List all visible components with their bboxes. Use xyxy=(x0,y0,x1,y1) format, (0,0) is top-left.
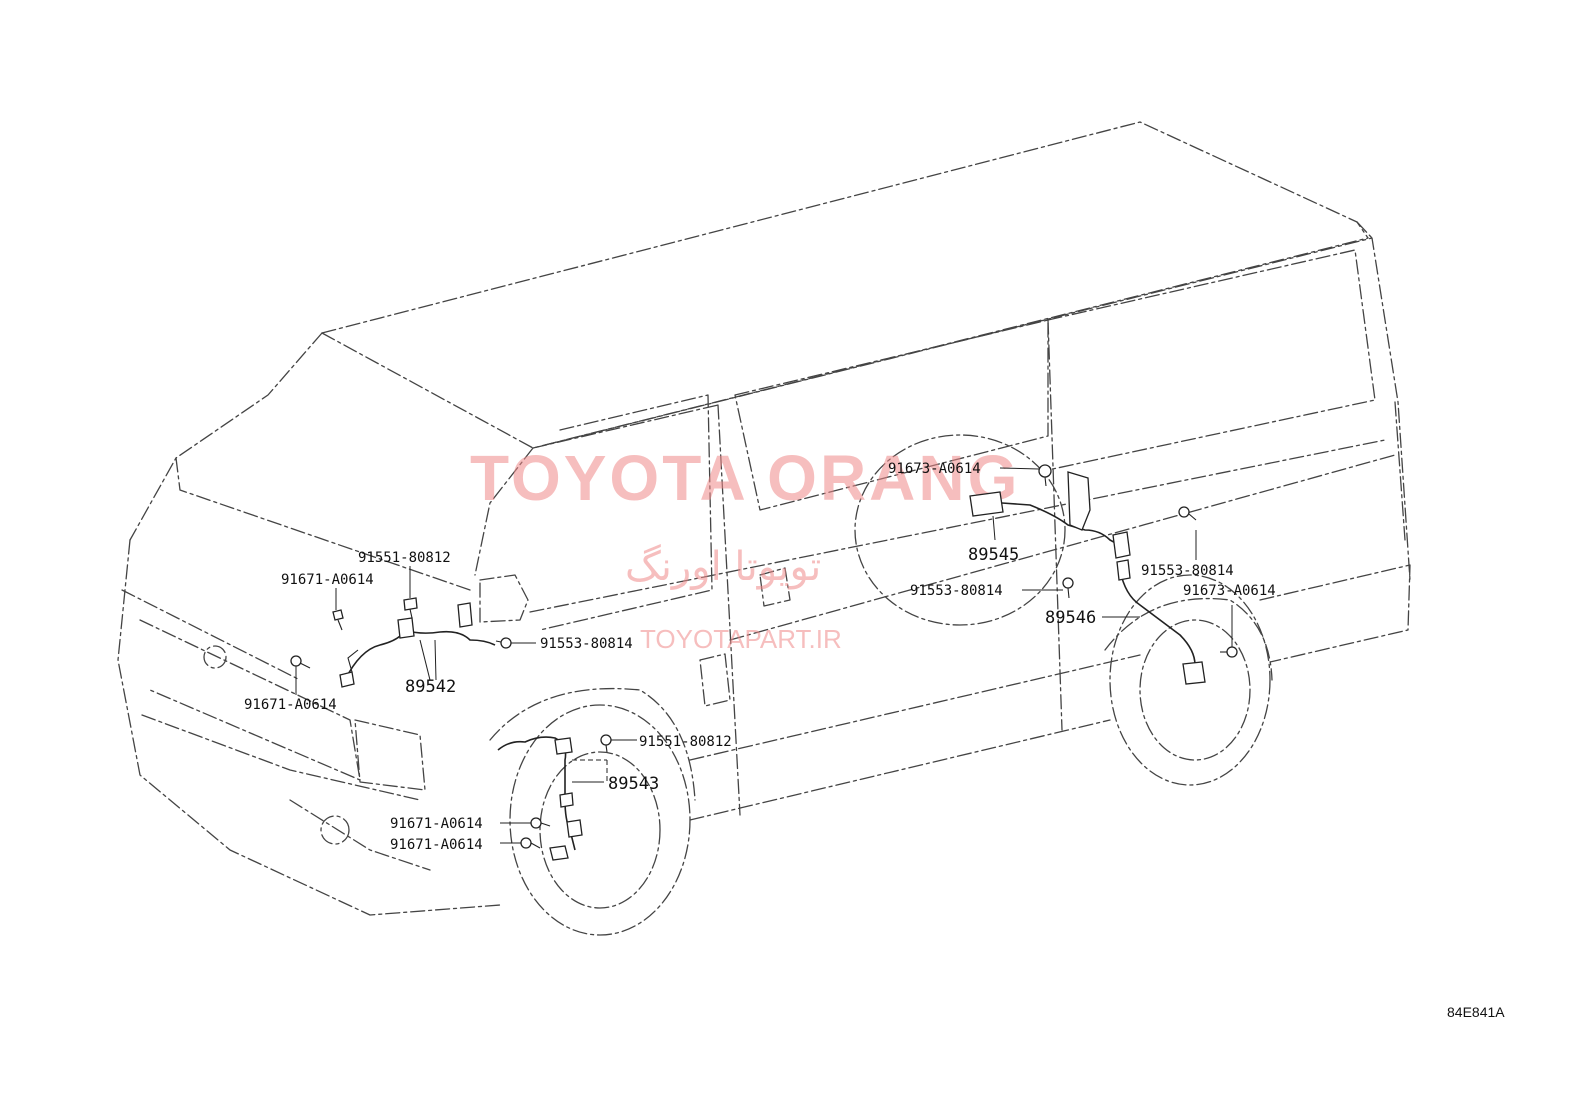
leader-lines xyxy=(295,467,1233,844)
label-front-wheel-bolt: 91551-80812 xyxy=(639,734,732,750)
watermark-url: TOYOTAPART.IR xyxy=(640,624,842,654)
label-rear-bolt-right: 91553-80814 xyxy=(1141,563,1234,579)
label-front-wheel-clip-2: 91671-A0614 xyxy=(390,837,483,853)
label-rear-sensor-right: 89546 xyxy=(1045,608,1096,628)
callout-labels: 91551-80812 91671-A0614 91671-A0614 9155… xyxy=(244,461,1276,853)
label-front-left-clip-top: 91671-A0614 xyxy=(281,572,374,588)
front-harness-assembly xyxy=(290,597,512,688)
figure-code: 84E841A xyxy=(1447,1004,1505,1020)
watermark: TOYOTA ORANG تویوتا اورنگ TOYOTAPART.IR xyxy=(470,442,1020,654)
label-front-sensor: 89543 xyxy=(608,774,659,794)
label-rear-clip-top: 91673-A0614 xyxy=(888,461,981,477)
label-front-left-bolt-right: 91553-80814 xyxy=(540,636,633,652)
label-rear-bolt-center: 91553-80814 xyxy=(910,583,1003,599)
label-front-harness: 89542 xyxy=(405,677,456,697)
rear-sensor-assembly xyxy=(969,464,1238,685)
watermark-text: TOYOTA ORANG xyxy=(470,442,1020,514)
label-rear-sensor-left: 89545 xyxy=(968,545,1019,565)
label-front-wheel-clip-1: 91671-A0614 xyxy=(390,816,483,832)
label-front-left-clip-bottom: 91671-A0614 xyxy=(244,697,337,713)
watermark-farsi: تویوتا اورنگ xyxy=(625,544,821,590)
van-body-outline xyxy=(117,121,1411,936)
label-front-left-upper-bolt: 91551-80812 xyxy=(358,550,451,566)
front-sensor-assembly xyxy=(497,734,612,861)
label-rear-clip-right: 91673-A0614 xyxy=(1183,583,1276,599)
